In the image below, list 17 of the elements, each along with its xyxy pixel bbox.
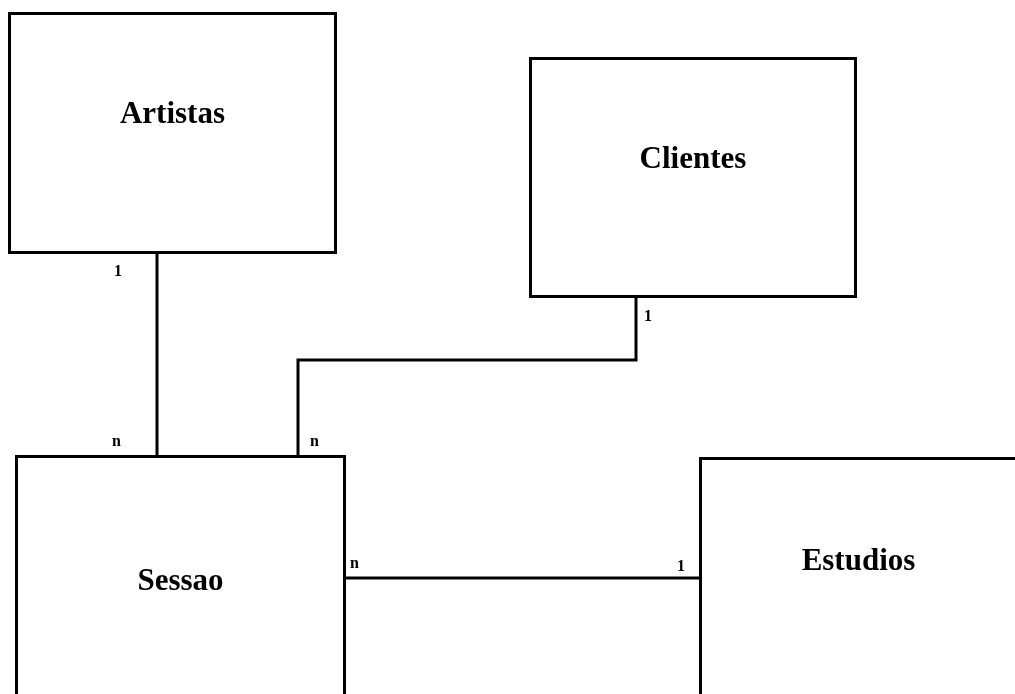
connector-line	[296, 298, 638, 455]
entity-box	[699, 457, 1015, 694]
cardinality-label: 1	[644, 308, 652, 324]
cardinality-label: 1	[114, 263, 122, 279]
cardinality-label: n	[310, 433, 319, 449]
entity-box	[15, 455, 346, 694]
cardinality-label: n	[112, 433, 121, 449]
cardinality-label: 1	[677, 558, 685, 574]
connector-line	[346, 576, 699, 580]
cardinality-label: n	[350, 555, 359, 571]
entity-name: Clientes	[638, 140, 748, 176]
entity-name: Artistas	[118, 95, 226, 131]
entity-box	[8, 12, 337, 254]
connector-line	[155, 254, 159, 455]
entity-name: Sessao	[136, 562, 225, 598]
entity-box	[529, 57, 857, 298]
entity-name: Estudios	[800, 542, 917, 578]
